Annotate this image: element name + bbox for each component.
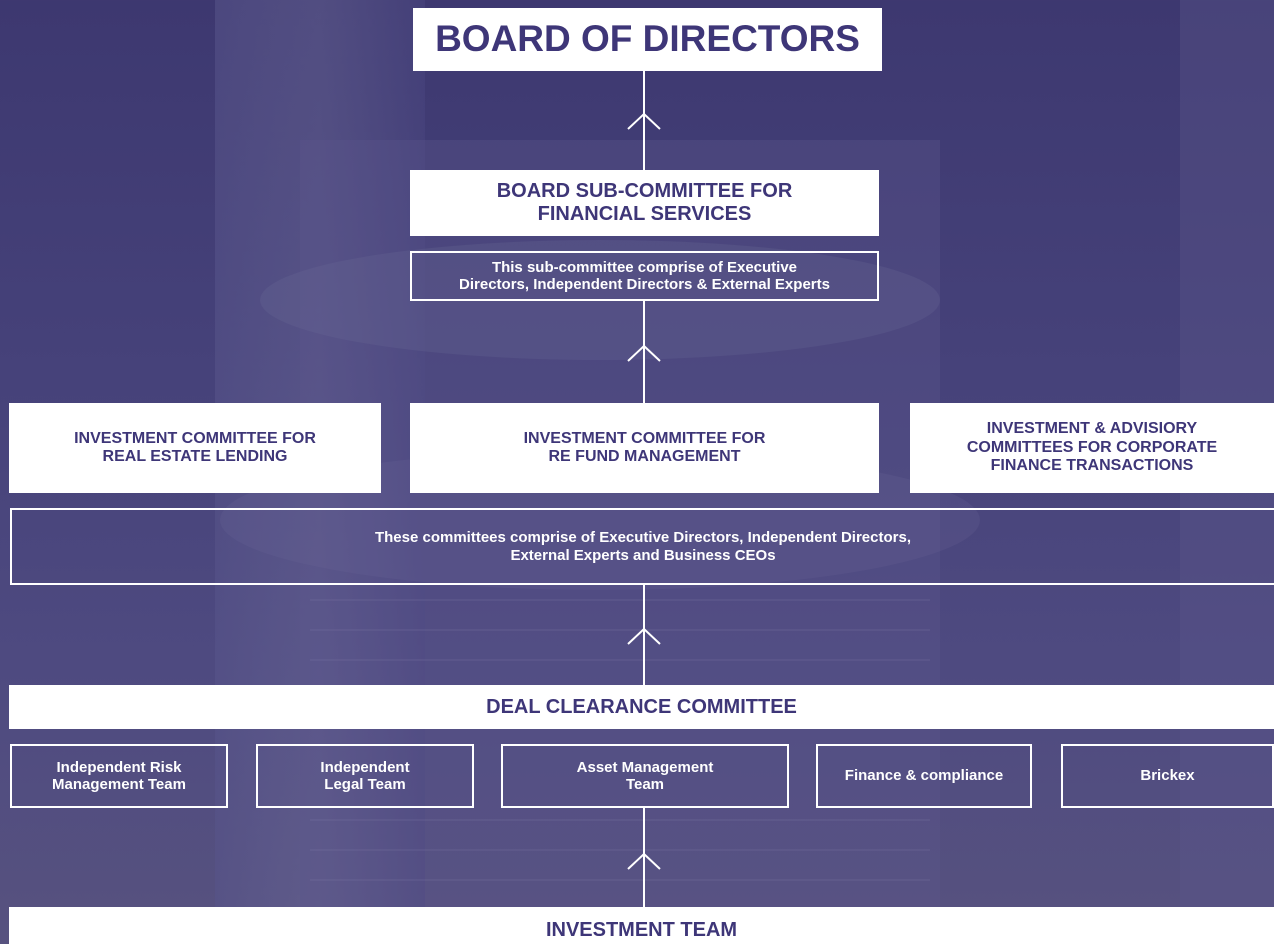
committee-title: INVESTMENT & ADVISIORY COMMITTEES FOR CO…: [966, 420, 1218, 475]
team-label: Finance & compliance: [844, 767, 1004, 785]
team-box-legal: Independent Legal Team: [256, 744, 474, 808]
up-arrow-icon: [627, 852, 661, 870]
board-subcommittee-title: BOARD SUB-COMMITTEE FOR FINANCIAL SERVIC…: [496, 180, 793, 225]
committee-box-corporate-finance: INVESTMENT & ADVISIORY COMMITTEES FOR CO…: [910, 403, 1274, 493]
connector-line: [643, 70, 645, 170]
board-subcommittee-box: BOARD SUB-COMMITTEE FOR FINANCIAL SERVIC…: [410, 170, 879, 236]
investment-team-box: INVESTMENT TEAM: [9, 907, 1274, 944]
team-label: Independent Legal Team: [320, 758, 410, 793]
deal-clearance-box: DEAL CLEARANCE COMMITTEE: [9, 685, 1274, 729]
committee-title: INVESTMENT COMMITTEE FOR REAL ESTATE LEN…: [74, 429, 316, 465]
connector-line: [643, 807, 645, 907]
team-label: Brickex: [1140, 767, 1195, 785]
up-arrow-icon: [627, 344, 661, 362]
investment-team-title: INVESTMENT TEAM: [545, 919, 738, 941]
connector-line: [643, 585, 645, 685]
committee-box-re-fund-management: INVESTMENT COMMITTEE FOR RE FUND MANAGEM…: [410, 403, 879, 493]
committees-note: These committees comprise of Executive D…: [374, 529, 911, 564]
team-label: Independent Risk Management Team: [52, 758, 186, 793]
team-box-risk-management: Independent Risk Management Team: [10, 744, 228, 808]
deal-clearance-title: DEAL CLEARANCE COMMITTEE: [486, 695, 797, 718]
committee-box-real-estate-lending: INVESTMENT COMMITTEE FOR REAL ESTATE LEN…: [9, 403, 381, 493]
board-of-directors-box: BOARD OF DIRECTORS: [413, 8, 882, 71]
team-box-asset-management: Asset Management Team: [501, 744, 789, 808]
subcommittee-note: This sub-committee comprise of Executive…: [459, 258, 830, 293]
team-box-finance-compliance: Finance & compliance: [816, 744, 1032, 808]
up-arrow-icon: [627, 112, 661, 130]
connector-line: [643, 300, 645, 403]
committees-note-box: These committees comprise of Executive D…: [10, 508, 1274, 585]
board-of-directors-title: BOARD OF DIRECTORS: [435, 18, 860, 60]
up-arrow-icon: [627, 627, 661, 645]
team-box-brickex: Brickex: [1061, 744, 1274, 808]
subcommittee-note-box: This sub-committee comprise of Executive…: [410, 251, 879, 301]
team-label: Asset Management Team: [576, 758, 714, 793]
committee-title: INVESTMENT COMMITTEE FOR RE FUND MANAGEM…: [523, 429, 766, 465]
